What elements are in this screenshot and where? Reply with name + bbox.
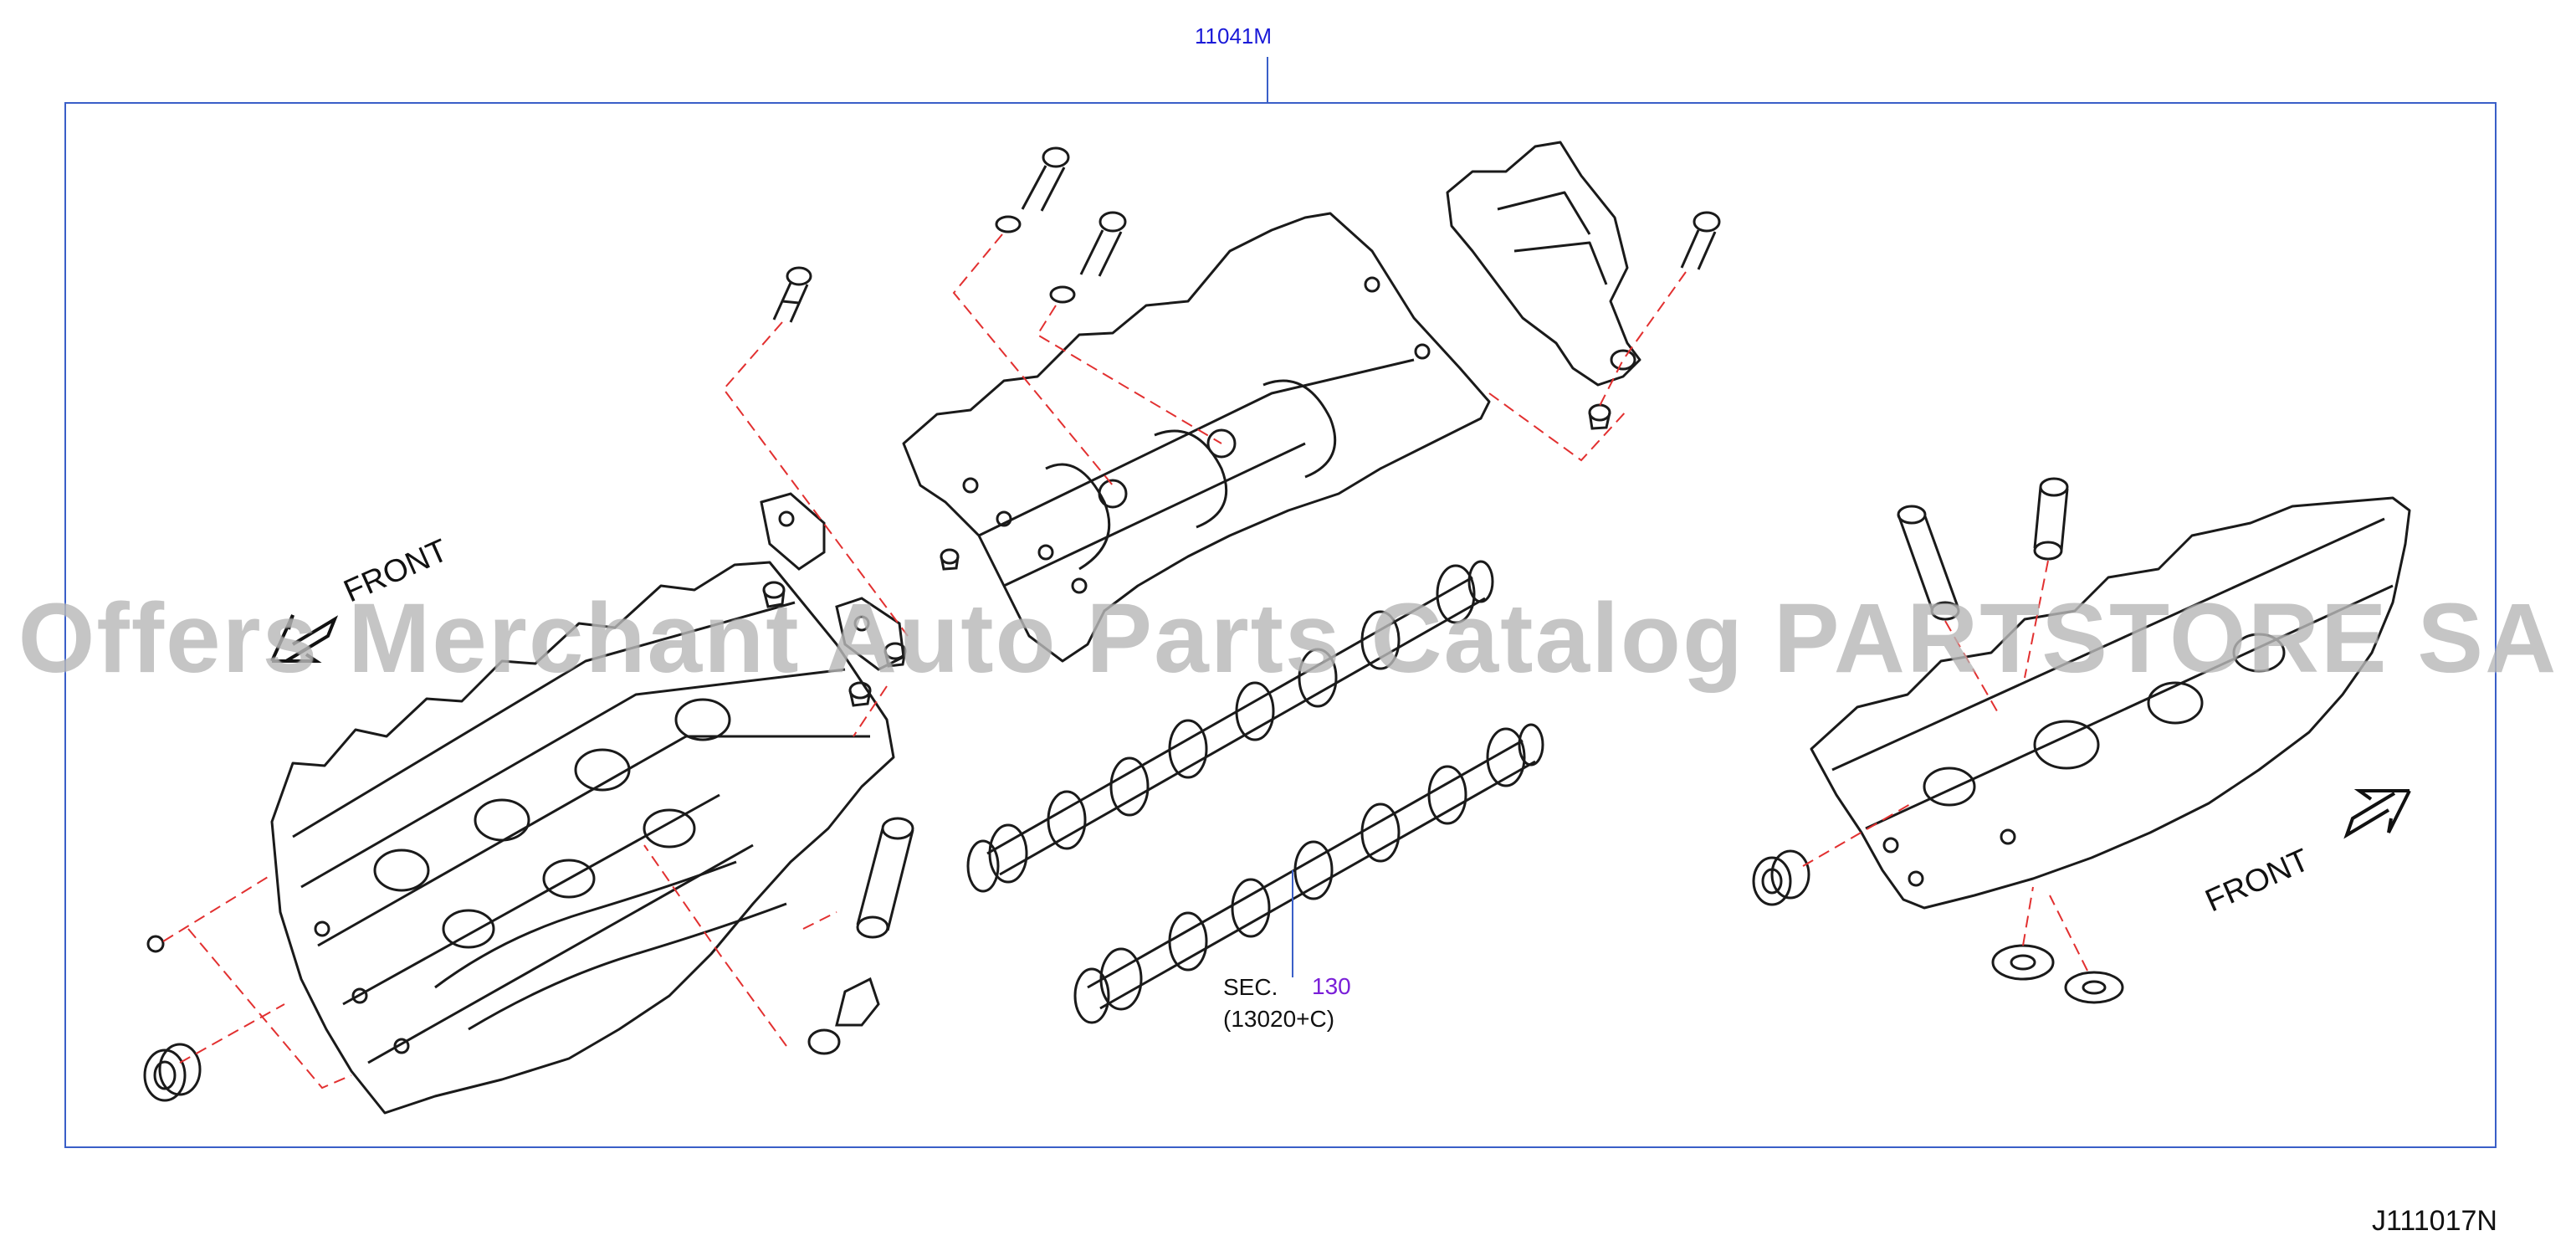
timing-cover-bracket[interactable]	[1446, 141, 1641, 387]
left-head-small-parts[interactable]	[143, 266, 914, 1102]
upper-camshaft[interactable]	[966, 560, 1494, 893]
left-bolt	[772, 266, 812, 323]
right-oil-seal	[1752, 849, 1810, 906]
right-leader-lines	[1802, 560, 2088, 972]
plug	[146, 935, 165, 953]
right-upper-bolt[interactable]	[1680, 211, 1721, 270]
section-prefix: SEC.	[1223, 974, 1278, 1000]
valve-guide-r2	[2033, 477, 2069, 561]
center-bolts[interactable]	[940, 146, 1127, 571]
left-cylinder-head[interactable]	[270, 561, 895, 1115]
section-sub: (13020+C)	[1223, 1006, 1335, 1032]
assembly-ref-link[interactable]: 11041M	[1195, 23, 1273, 49]
assembly-frame	[64, 102, 2497, 1148]
dowel-1	[940, 548, 960, 571]
stud-3	[848, 681, 872, 707]
front-arrow-left	[270, 614, 339, 663]
cam-bracket-1	[760, 492, 826, 571]
right-cover-leader	[1599, 271, 1687, 407]
stem-seal	[807, 977, 880, 1055]
right-dowel[interactable]	[1588, 403, 1611, 430]
bolt-2	[1049, 211, 1127, 304]
valve-guide	[856, 817, 914, 939]
center-leader-lines	[952, 233, 1628, 486]
bolt-1	[995, 146, 1070, 233]
camshaft-bracket[interactable]	[902, 212, 1491, 663]
valve-guide-r1	[1897, 505, 1960, 621]
left-leader-lines	[162, 321, 909, 1090]
stud-2	[883, 642, 907, 668]
washer-r1	[1991, 944, 2055, 981]
left-oil-seal	[143, 1043, 202, 1102]
section-number-link[interactable]: 130	[1312, 973, 1351, 999]
right-head-parts[interactable]	[1752, 477, 2124, 1004]
diagram-id: J111017N	[2372, 1205, 2497, 1237]
stud-1	[762, 581, 786, 608]
washer-r2	[2064, 971, 2124, 1004]
lower-camshaft[interactable]	[1073, 723, 1544, 1024]
right-cylinder-head[interactable]	[1810, 496, 2411, 910]
front-arrow-right	[2343, 789, 2411, 839]
